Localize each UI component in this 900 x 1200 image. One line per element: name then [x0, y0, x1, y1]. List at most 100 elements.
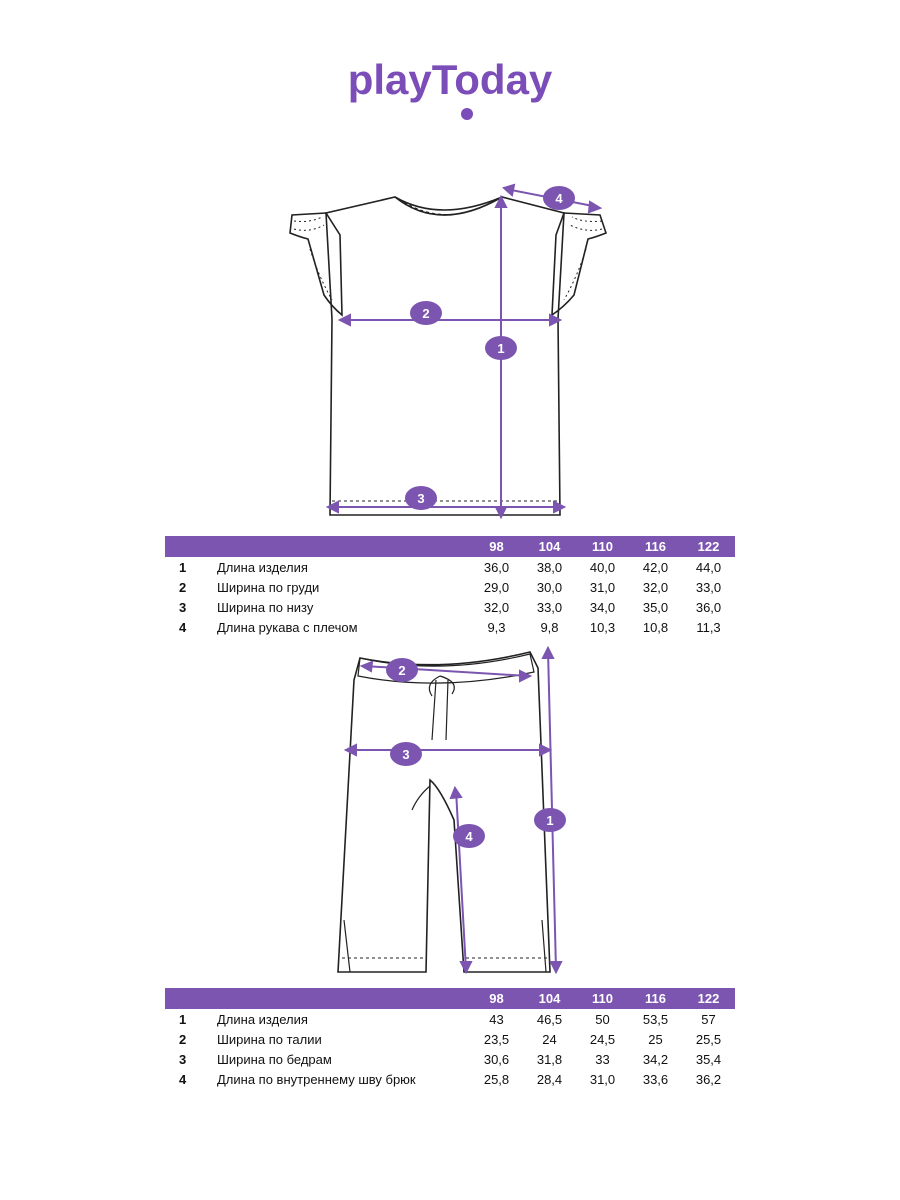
cell-value: 34,2: [642, 1051, 669, 1067]
row-label: Длина по внутреннему шву брюк: [217, 1071, 416, 1087]
header-blank-cell: [165, 988, 470, 1009]
pants-outline: [337, 651, 551, 973]
cell-value: 38,0: [536, 559, 563, 575]
cell-value: 30,0: [536, 579, 563, 595]
tshirt-measure-lines: [325, 183, 603, 520]
row-label: Длина рукава с плечом: [217, 619, 358, 635]
cell-value: 57: [701, 1011, 716, 1027]
table-header-row: 98 104 110 116 122: [165, 536, 735, 557]
cell-value: 24: [542, 1031, 557, 1047]
cell-value: 50: [595, 1011, 610, 1027]
cell-value: 36,0: [695, 599, 722, 615]
cell-value: 10,8: [642, 619, 669, 635]
row-label: Ширина по груди: [217, 579, 320, 595]
cell-value: 32,0: [642, 579, 669, 595]
brand-logo: playToday: [0, 52, 900, 124]
cell-value: 33: [595, 1051, 610, 1067]
cell-value: 36,0: [483, 559, 510, 575]
pants-drawing: 1 2 3 4: [337, 645, 566, 975]
cell-value: 40,0: [589, 559, 616, 575]
row-number: 1: [179, 559, 187, 575]
cell-value: 43: [489, 1011, 504, 1027]
row-number: 4: [179, 619, 187, 635]
size-header: 122: [682, 536, 735, 557]
cell-value: 31,8: [536, 1051, 563, 1067]
row-label: Ширина по низу: [217, 599, 314, 615]
tshirt-marker-4: 4: [543, 186, 575, 210]
pants-marker-4: 4: [453, 824, 485, 848]
size-header: 110: [576, 988, 629, 1009]
tshirt-size-table: 98 104 110 116 122 1 Длина изделия 36,0 …: [165, 536, 735, 637]
svg-text:2: 2: [422, 306, 429, 321]
svg-text:4: 4: [555, 191, 563, 206]
size-header: 104: [523, 988, 576, 1009]
header-blank-cell: [165, 536, 470, 557]
svg-text:4: 4: [465, 829, 473, 844]
brand-logo-dot: [461, 108, 473, 120]
cell-value: 34,0: [589, 599, 616, 615]
row-number: 4: [179, 1071, 187, 1087]
row-label: Длина изделия: [217, 1011, 308, 1027]
row-number: 3: [179, 599, 187, 615]
row-label: Ширина по талии: [217, 1031, 322, 1047]
table-row: 2 Ширина по талии 23,5 24 24,5 25 25,5: [165, 1029, 735, 1049]
cell-value: 30,6: [483, 1051, 510, 1067]
cell-value: 36,2: [695, 1071, 722, 1087]
cell-value: 23,5: [483, 1031, 510, 1047]
table-row: 1 Длина изделия 36,0 38,0 40,0 42,0 44,0: [165, 557, 735, 577]
cell-value: 10,3: [589, 619, 616, 635]
cell-value: 31,0: [589, 1071, 616, 1087]
table-header-row: 98 104 110 116 122: [165, 988, 735, 1009]
cell-value: 46,5: [536, 1011, 563, 1027]
brand-logo-mark: playToday: [348, 56, 553, 120]
table-row: 1 Длина изделия 43 46,5 50 53,5 57: [165, 1009, 735, 1029]
svg-text:2: 2: [398, 663, 405, 678]
size-header: 110: [576, 536, 629, 557]
row-label: Ширина по бедрам: [217, 1051, 332, 1067]
tshirt-marker-2: 2: [410, 301, 442, 325]
size-header: 116: [629, 536, 682, 557]
cell-value: 25,5: [695, 1031, 722, 1047]
pants-marker-2: 2: [386, 658, 418, 682]
row-number: 3: [179, 1051, 187, 1067]
size-header: 104: [523, 536, 576, 557]
svg-text:3: 3: [402, 747, 409, 762]
cell-value: 44,0: [695, 559, 722, 575]
size-header: 98: [470, 988, 523, 1009]
tshirt-drawing: 1 2 3 4: [289, 183, 607, 520]
cell-value: 29,0: [483, 579, 510, 595]
cell-value: 33,0: [536, 599, 563, 615]
cell-value: 9,8: [540, 619, 559, 635]
tshirt-outline: [289, 196, 607, 516]
cell-value: 25: [648, 1031, 663, 1047]
brand-logo-text: playToday: [348, 56, 553, 103]
cell-value: 28,4: [536, 1071, 563, 1087]
cell-value: 33,0: [695, 579, 722, 595]
row-number: 2: [179, 1031, 187, 1047]
cell-value: 33,6: [642, 1071, 669, 1087]
cell-value: 35,4: [695, 1051, 722, 1067]
cell-value: 32,0: [483, 599, 510, 615]
cell-value: 42,0: [642, 559, 669, 575]
cell-value: 53,5: [642, 1011, 669, 1027]
cell-value: 9,3: [487, 619, 506, 635]
cell-value: 24,5: [589, 1031, 616, 1047]
table-row: 4 Длина рукава с плечом 9,3 9,8 10,3 10,…: [165, 617, 735, 637]
pants-marker-3: 3: [390, 742, 422, 766]
table-row: 3 Ширина по бедрам 30,6 31,8 33 34,2 35,…: [165, 1049, 735, 1069]
pants-size-table: 98 104 110 116 122 1 Длина изделия 43 46…: [165, 988, 735, 1089]
size-header: 122: [682, 988, 735, 1009]
cell-value: 11,3: [696, 619, 721, 635]
table-row: 2 Ширина по груди 29,0 30,0 31,0 32,0 33…: [165, 577, 735, 597]
svg-text:1: 1: [546, 813, 553, 828]
table-row: 3 Ширина по низу 32,0 33,0 34,0 35,0 36,…: [165, 597, 735, 617]
size-header: 98: [470, 536, 523, 557]
pants-marker-1: 1: [534, 808, 566, 832]
pants-measure-lines: [343, 645, 563, 975]
row-label: Длина изделия: [217, 559, 308, 575]
cell-value: 31,0: [589, 579, 616, 595]
svg-text:1: 1: [497, 341, 504, 356]
svg-text:3: 3: [417, 491, 424, 506]
row-number: 2: [179, 579, 187, 595]
cell-value: 35,0: [642, 599, 669, 615]
